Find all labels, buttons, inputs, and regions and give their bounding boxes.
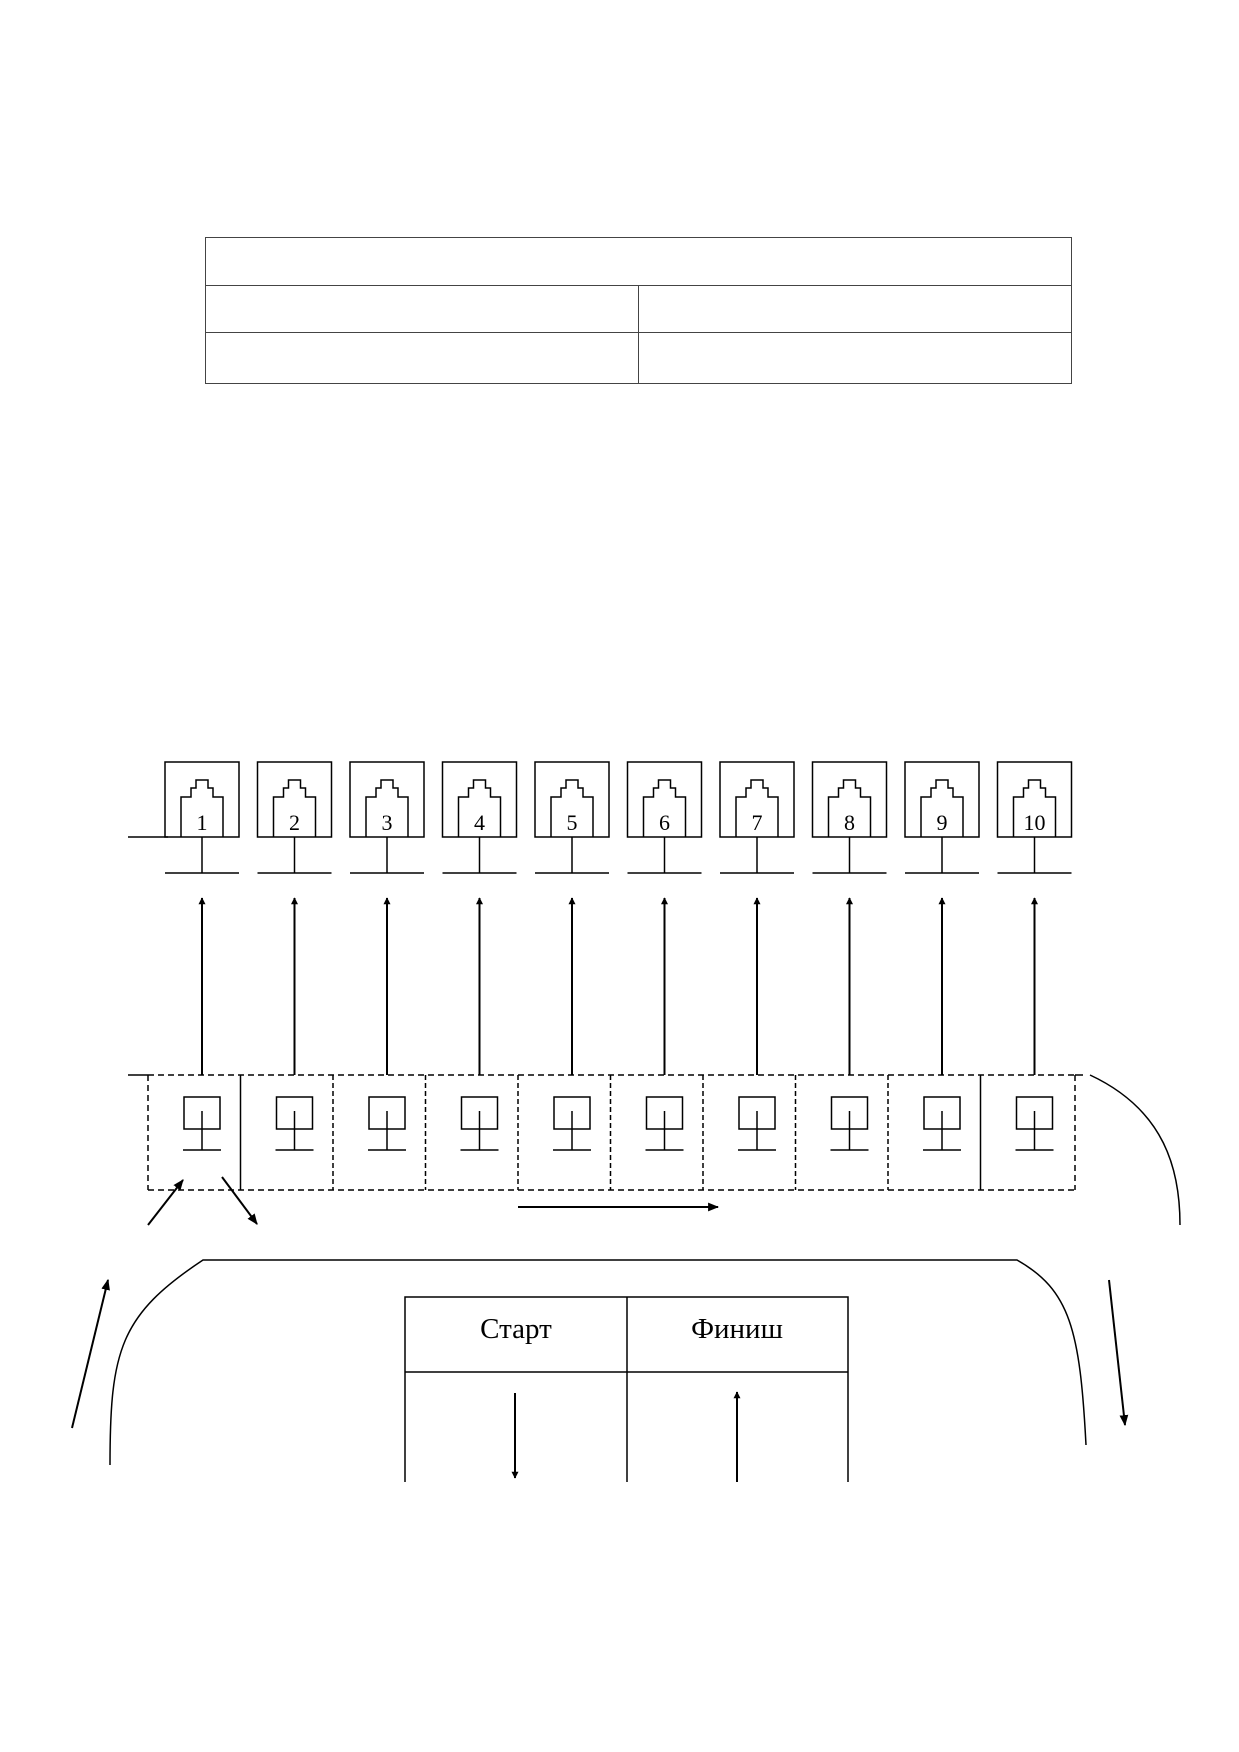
target-silhouette	[457, 779, 502, 837]
start-finish-box: Старт Финиш	[404, 1296, 849, 1482]
target-silhouette	[272, 779, 317, 837]
target-row: 1 2 3 4 5 6 7 8 9 10	[164, 761, 1073, 874]
target-number: 8	[844, 810, 855, 835]
target-number: 7	[752, 810, 763, 835]
exit-arrow	[221, 1176, 258, 1225]
finish-label: Финиш	[691, 1313, 783, 1345]
target-number: 1	[197, 810, 208, 835]
firing-position-3	[368, 1096, 406, 1151]
target-5: 5	[534, 761, 610, 874]
target-number: 6	[659, 810, 670, 835]
target-silhouette	[920, 779, 964, 837]
target-silhouette	[550, 779, 594, 837]
target-number: 9	[937, 810, 948, 835]
firing-position-8	[830, 1096, 869, 1151]
firing-position-7	[738, 1096, 776, 1151]
left-travel-arrow	[71, 1278, 110, 1429]
target-silhouette	[735, 779, 779, 837]
lane-arrows	[198, 897, 1038, 1075]
target-silhouette	[180, 779, 224, 837]
target-silhouette	[827, 779, 872, 837]
target-silhouette	[1012, 779, 1057, 837]
header-table-cell	[638, 332, 1072, 384]
target-number: 2	[289, 810, 300, 835]
header-table-cell	[638, 285, 1072, 333]
target-7: 7	[719, 761, 795, 874]
target-silhouette	[365, 779, 409, 837]
track-inner	[109, 1259, 1087, 1466]
approach-arrow	[147, 1179, 184, 1226]
target-number: 5	[567, 810, 578, 835]
target-3: 3	[349, 761, 425, 874]
target-8: 8	[811, 761, 888, 874]
target-silhouette	[642, 779, 687, 837]
target-6: 6	[626, 761, 703, 874]
right-travel-arrow	[1108, 1279, 1129, 1427]
target-number: 3	[382, 810, 393, 835]
header-table	[205, 237, 1072, 384]
header-table-cell	[205, 332, 639, 384]
track-outer-right	[1089, 1074, 1181, 1226]
target-number: 10	[1024, 810, 1046, 835]
target-10: 10	[996, 761, 1073, 874]
firing-position-5	[553, 1096, 591, 1151]
firing-position-4	[460, 1096, 499, 1151]
firing-position-1	[183, 1096, 221, 1151]
target-number: 4	[474, 810, 485, 835]
target-4: 4	[441, 761, 518, 874]
firing-position-6	[645, 1096, 684, 1151]
firing-position-10	[1015, 1096, 1054, 1151]
target-2: 2	[256, 761, 333, 874]
target-9: 9	[904, 761, 980, 874]
firing-position-9	[923, 1096, 961, 1151]
target-1: 1	[164, 761, 240, 874]
firing-line	[147, 1074, 1083, 1191]
start-label: Старт	[480, 1313, 552, 1345]
firing-position-2	[275, 1096, 314, 1151]
